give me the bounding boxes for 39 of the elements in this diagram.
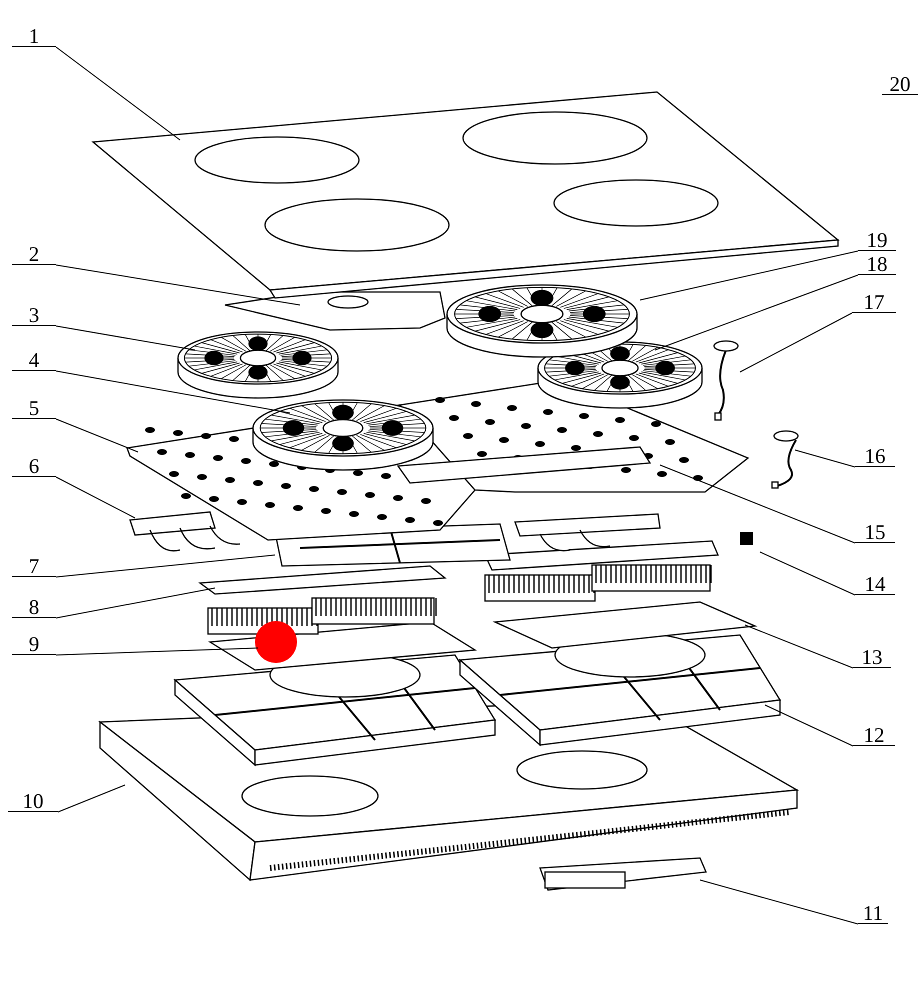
leader-line <box>56 588 216 618</box>
leader-line <box>56 648 258 656</box>
callout-number: 19 <box>858 230 896 251</box>
callout-number: 1 <box>12 26 56 47</box>
leader-line <box>56 476 136 518</box>
leader-line <box>660 464 856 544</box>
callout-number: 11 <box>858 903 888 924</box>
callout-number: 15 <box>855 522 895 543</box>
callout-number: 9 <box>12 634 56 655</box>
callout-number: 3 <box>12 305 56 326</box>
leader-line <box>56 418 138 452</box>
leader-line <box>56 264 300 306</box>
callout-number: 10 <box>8 791 58 812</box>
leader-line <box>58 784 126 812</box>
leader-line <box>760 552 856 596</box>
callout-number: 12 <box>853 725 895 746</box>
leader-line <box>794 450 856 468</box>
leader-line <box>740 312 852 372</box>
leader-line <box>56 370 290 414</box>
callout-number: 5 <box>12 398 56 419</box>
callout-number: 8 <box>12 597 56 618</box>
callout-number: 4 <box>12 350 56 371</box>
leader-line <box>764 704 854 746</box>
callout-number: 2 <box>12 244 56 265</box>
callout-number: 7 <box>12 556 56 577</box>
leader-line <box>654 274 858 350</box>
callout-number: 17 <box>852 292 896 313</box>
leader-line <box>640 250 858 300</box>
leader-line <box>56 46 180 140</box>
leader-line <box>700 880 858 924</box>
callout-number: 20 <box>882 74 918 95</box>
callout-number: 16 <box>855 446 895 467</box>
leader-line <box>744 624 854 668</box>
callout-number: 6 <box>12 456 56 477</box>
callout-number: 13 <box>853 647 891 668</box>
callout-number: 14 <box>855 574 895 595</box>
leader-line <box>56 554 276 578</box>
leader-line <box>56 326 196 350</box>
callout-number: 18 <box>858 254 896 275</box>
